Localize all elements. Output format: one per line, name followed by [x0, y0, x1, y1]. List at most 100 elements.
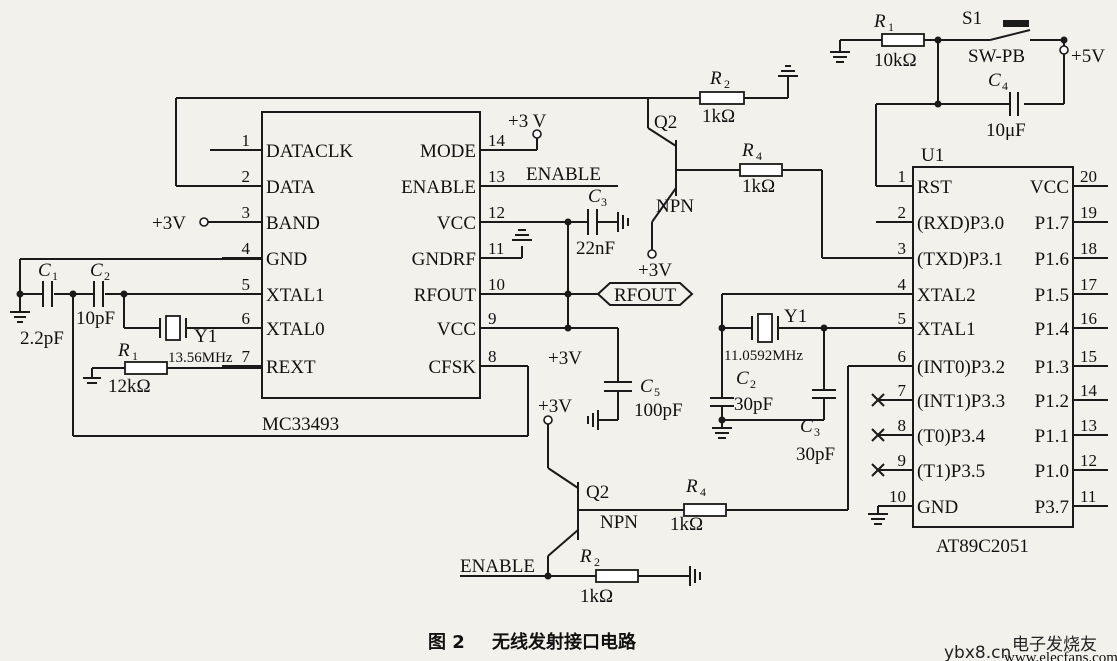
at89-right-pin-num: 19: [1080, 203, 1097, 222]
at89-right-pin-label: P1.5: [1035, 285, 1069, 306]
c3-top-ref: C: [588, 186, 601, 207]
at89-right-pin-num: 20: [1080, 167, 1097, 186]
at89-osc-network: [710, 293, 913, 439]
at89-right-pin-label: P1.7: [1035, 213, 1069, 234]
figure-title: 无线发射接口电路: [492, 631, 637, 653]
band-supply-terminal: [199, 217, 209, 227]
r2-top-value: 1kΩ: [702, 106, 735, 127]
c4-ref: C: [988, 70, 1001, 91]
c2-left-sub: 2: [104, 269, 110, 283]
r4-top-value: 1kΩ: [742, 176, 775, 197]
c1-sub: 1: [52, 269, 58, 283]
y1-right-ref: Y1: [784, 306, 807, 327]
c4-sub: 4: [1002, 79, 1008, 93]
q2-top-transistor: [647, 65, 913, 259]
c2-right-sub: 2: [750, 377, 756, 391]
mc-left-pin-label: XTAL0: [266, 319, 325, 340]
q2-top-ref: Q2: [654, 112, 677, 133]
c1-value: 2.2pF: [20, 328, 64, 349]
r1-left-sub: 1: [132, 349, 138, 363]
at89-right-pin-label: VCC: [1030, 177, 1069, 198]
mc-right-pin-num: 12: [488, 203, 505, 222]
at89-right-pin-num: 13: [1080, 416, 1097, 435]
c1-ref: C: [38, 260, 51, 281]
y1-left-value: 13.56MHz: [168, 350, 233, 366]
mc-left-pin-label: BAND: [266, 213, 320, 234]
c3-top-sub: 3: [601, 195, 607, 209]
mc-right-pin-num: 13: [488, 167, 505, 186]
r1-right-value: 10kΩ: [874, 50, 917, 71]
mc-right-pin-label: CFSK: [428, 357, 476, 378]
at89-left-pin-num: 2: [898, 203, 907, 222]
c2-left-ref: C: [90, 260, 103, 281]
reset-network: [830, 20, 1068, 187]
mc-right-pin-label: VCC: [437, 319, 476, 340]
at89-right-pin-num: 16: [1080, 309, 1097, 328]
r1-right-sub: 1: [888, 20, 894, 34]
at89-left-pin-num: 10: [889, 487, 906, 506]
mc-right-pin-num: 8: [488, 347, 497, 366]
mc-left-pin-num: 2: [242, 167, 251, 186]
c3-right-ref: C: [800, 416, 813, 437]
mc-left-pin-label: DATACLK: [266, 141, 353, 162]
mc-left-pin-label: REXT: [266, 357, 316, 378]
c2-left-value: 10pF: [76, 308, 115, 329]
r2-bottom-sub: 2: [594, 555, 600, 569]
at89-left-pin-label: XTAL1: [917, 319, 976, 340]
q2-bottom-supply-terminal: [543, 415, 553, 425]
at89c2051-ref: U1: [921, 145, 944, 166]
mc33493-pins: 1DATACLK2DATA3BAND4GND5XTAL16XTAL07REXT1…: [222, 131, 506, 378]
s1-type: SW-PB: [968, 46, 1025, 67]
mc-right-pin-label: VCC: [437, 213, 476, 234]
at89-left-pin-label: (INT0)P3.2: [917, 357, 1005, 378]
r1-left-ref: R: [117, 340, 130, 361]
watermark-brand: 电子发烧友: [1012, 635, 1097, 655]
c5-sub: 5: [654, 385, 660, 399]
at89-left-pin-label: RST: [917, 177, 952, 198]
at89-left-pin-label: GND: [917, 497, 958, 518]
q2-bottom-supply-label: +3V: [538, 396, 572, 417]
mc-left-pin-label: XTAL1: [266, 285, 325, 306]
at89-right-pin-num: 12: [1080, 451, 1097, 470]
rfout-label: RFOUT: [614, 285, 677, 306]
at89c2051-pins: 1RST2(RXD)P3.03(TXD)P3.14XTAL25XTAL16(IN…: [889, 167, 1108, 518]
mc-left-pin-num: 1: [242, 131, 251, 150]
r2-bottom-value: 1kΩ: [580, 586, 613, 607]
at89c2051-name: AT89C2051: [936, 536, 1029, 557]
at89-right-pin-num: 15: [1080, 347, 1097, 366]
mc-left-pin-num: 5: [242, 275, 251, 294]
r2-top-sub: 2: [724, 77, 730, 91]
mc-right-pin-num: 9: [488, 309, 497, 328]
at89-right-pin-label: P1.4: [1035, 319, 1070, 340]
y1-left-ref: Y1: [194, 326, 217, 347]
r4-top-sub: 4: [756, 149, 762, 163]
mc-right-pin-label: ENABLE: [401, 177, 476, 198]
mode-supply-label: +3 V: [508, 111, 547, 132]
at89-left-pin-num: 9: [898, 451, 907, 470]
at89-right-pin-num: 14: [1080, 381, 1098, 400]
at89-left-pin-num: 8: [898, 416, 907, 435]
watermark-url: www.elecfans.com: [1004, 650, 1117, 661]
c3-right-sub: 3: [814, 425, 820, 439]
mc-osc-network: [10, 258, 529, 437]
r4-bottom-sub: 4: [700, 485, 706, 499]
mode-supply-terminal: [532, 129, 542, 139]
at89-left-pin-num: 1: [898, 167, 907, 186]
enable-input-label: ENABLE: [460, 556, 535, 577]
vcc5-label: +5V: [1071, 46, 1105, 67]
mc-left-pin-num: 7: [242, 347, 251, 366]
band-supply-label: +3V: [152, 213, 186, 234]
at89-left-pin-label: (INT1)P3.3: [917, 391, 1005, 412]
c3-right-value: 30pF: [796, 444, 835, 465]
c2-right-ref: C: [736, 368, 749, 389]
at89c2051-body: [912, 166, 1074, 528]
at89-right-pin-label: P1.6: [1035, 249, 1069, 270]
r1-left-value: 12kΩ: [108, 376, 151, 397]
at89-left-pin-label: (T0)P3.4: [917, 426, 986, 447]
r1-right-ref: R: [873, 11, 886, 32]
at89-nc-marks: [848, 221, 913, 525]
watermark-site: ybx8.cn: [944, 643, 1011, 661]
at89-right-pin-label: P3.7: [1035, 497, 1069, 518]
at89-left-pin-num: 6: [898, 347, 907, 366]
